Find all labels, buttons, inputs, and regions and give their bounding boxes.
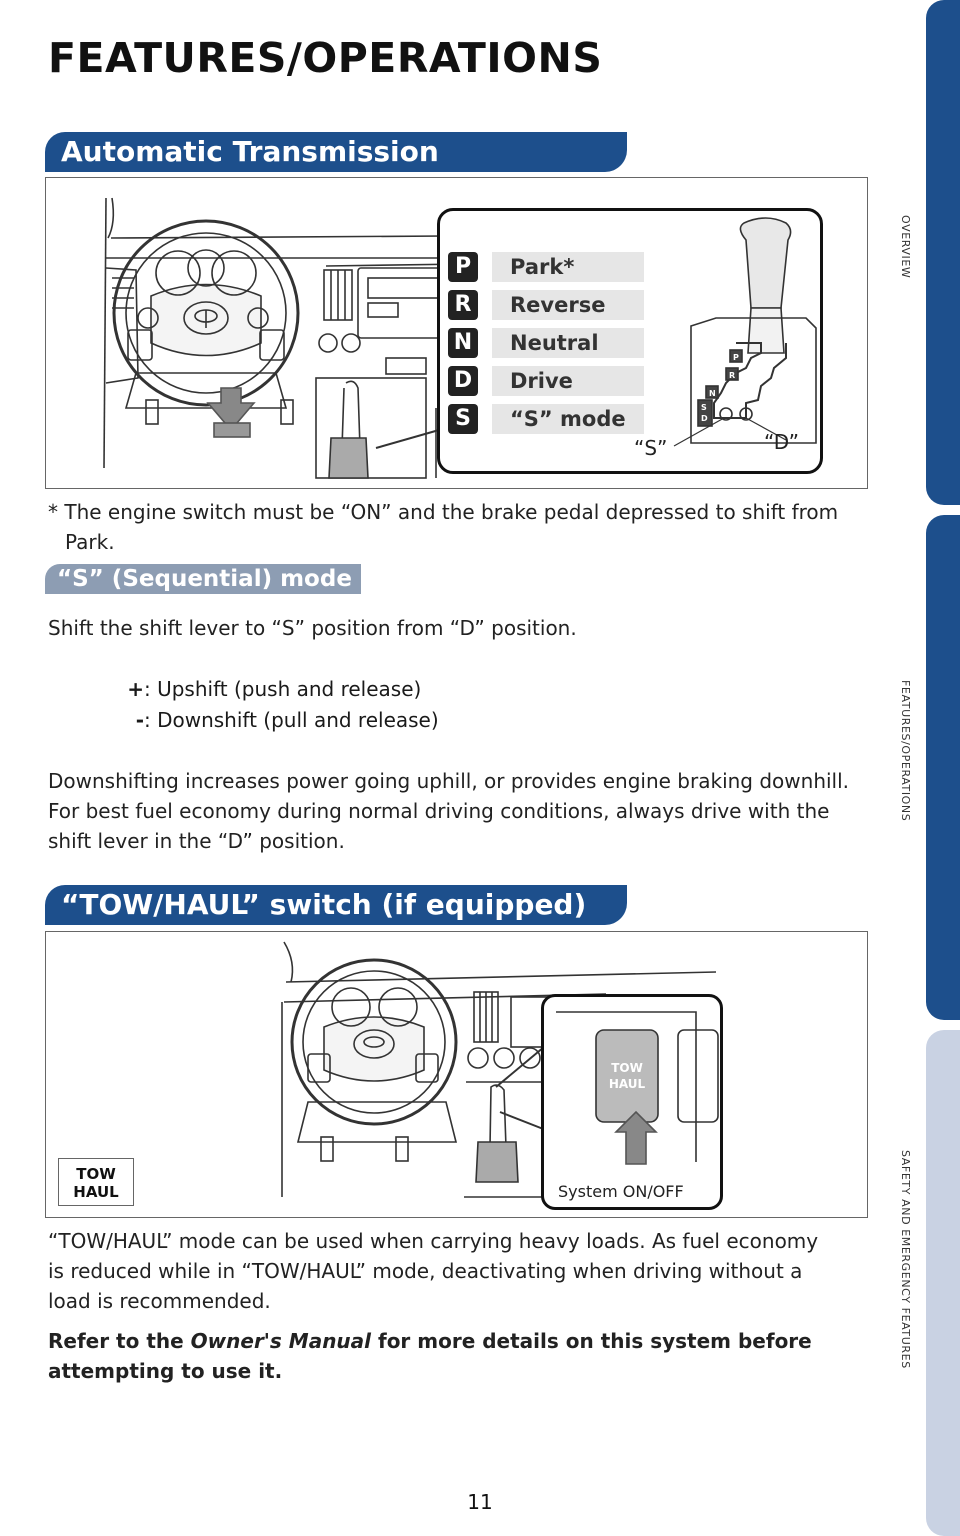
- gear-row-park: P Park*: [448, 252, 644, 282]
- lever-label-r: R: [729, 371, 735, 380]
- shift-lever-illustration: P R N D S: [673, 217, 817, 447]
- towhaul-button-illustration: TOW HAUL: [556, 1011, 719, 1165]
- towhaul-badge: TOW HAUL: [58, 1158, 134, 1206]
- downshift-text: : Downshift (pull and release): [144, 708, 439, 732]
- towhaul-badge-line1: TOW: [76, 1165, 116, 1183]
- side-label-safety: SAFETY AND EMERGENCY FEATURES: [899, 1150, 912, 1369]
- sequential-intro: Shift the shift lever to “S” position fr…: [48, 616, 577, 640]
- gear-name-drive: Drive: [492, 366, 644, 396]
- side-tab-safety[interactable]: [926, 1030, 960, 1536]
- lever-label-s: S: [701, 403, 707, 412]
- towhaul-caption: System ON/OFF: [558, 1182, 684, 1201]
- callout-d-label: “D”: [764, 430, 799, 454]
- downshift-row: -: Downshift (pull and release): [110, 705, 439, 735]
- transmission-footnote: * The engine switch must be “ON” and the…: [48, 500, 839, 554]
- towhaul-refer-note: Refer to the Owner's Manual for more det…: [48, 1326, 848, 1386]
- towhaul-badge-line2: HAUL: [73, 1183, 119, 1201]
- gear-letter-n: N: [448, 328, 478, 358]
- gear-letter-p: P: [448, 252, 478, 282]
- upshift-text: : Upshift (push and release): [144, 677, 422, 701]
- gear-row-drive: D Drive: [448, 366, 644, 396]
- sequential-description: Downshifting increases power going uphil…: [48, 769, 850, 853]
- towhaul-heading: “TOW/HAUL” switch (if equipped): [45, 885, 627, 925]
- refer-manual: Owner's Manual: [190, 1329, 372, 1353]
- gear-letter-s: S: [448, 404, 478, 434]
- gear-name-s-mode: “S” mode: [492, 404, 644, 434]
- side-label-overview: OVERVIEW: [899, 215, 912, 279]
- gear-row-neutral: N Neutral: [448, 328, 644, 358]
- refer-suffix: for more details on this system before a…: [48, 1329, 812, 1383]
- towhaul-figure: TOW HAUL TOW HAUL System ON/OFF: [45, 931, 868, 1218]
- transmission-heading: Automatic Transmission: [45, 132, 627, 172]
- towhaul-button-line2: HAUL: [609, 1077, 646, 1091]
- gear-name-neutral: Neutral: [492, 328, 644, 358]
- towhaul-dashboard-illustration: [281, 941, 717, 1198]
- side-tab-features[interactable]: [926, 515, 960, 1020]
- gear-name-reverse: Reverse: [492, 290, 644, 320]
- gear-name-park: Park*: [492, 252, 644, 282]
- upshift-row: +: Upshift (push and release): [110, 674, 421, 704]
- refer-prefix: Refer to the: [48, 1329, 191, 1353]
- gear-row-reverse: R Reverse: [448, 290, 644, 320]
- sequential-heading: “S” (Sequential) mode: [45, 564, 361, 594]
- gear-row-s-mode: S “S” mode: [448, 404, 644, 434]
- lever-label-d: D: [701, 414, 708, 423]
- towhaul-description: “TOW/HAUL” mode can be used when carryin…: [48, 1229, 819, 1313]
- gear-letter-r: R: [448, 290, 478, 320]
- callout-s-label: “S”: [634, 436, 668, 460]
- page-number: 11: [467, 1490, 493, 1514]
- page-title: FEATURES/OPERATIONS: [48, 34, 603, 82]
- minus-symbol: -: [135, 708, 144, 732]
- towhaul-button-line1: TOW: [611, 1061, 643, 1075]
- lever-label-p: P: [733, 353, 739, 362]
- transmission-figure: P R N D S P Park* R Reverse N Neutral D …: [45, 177, 868, 489]
- side-label-features: FEATURES/OPERATIONS: [899, 680, 912, 822]
- lever-label-n: N: [709, 389, 716, 398]
- gear-letter-d: D: [448, 366, 478, 396]
- side-tab-overview[interactable]: [926, 0, 960, 505]
- plus-symbol: +: [127, 677, 144, 701]
